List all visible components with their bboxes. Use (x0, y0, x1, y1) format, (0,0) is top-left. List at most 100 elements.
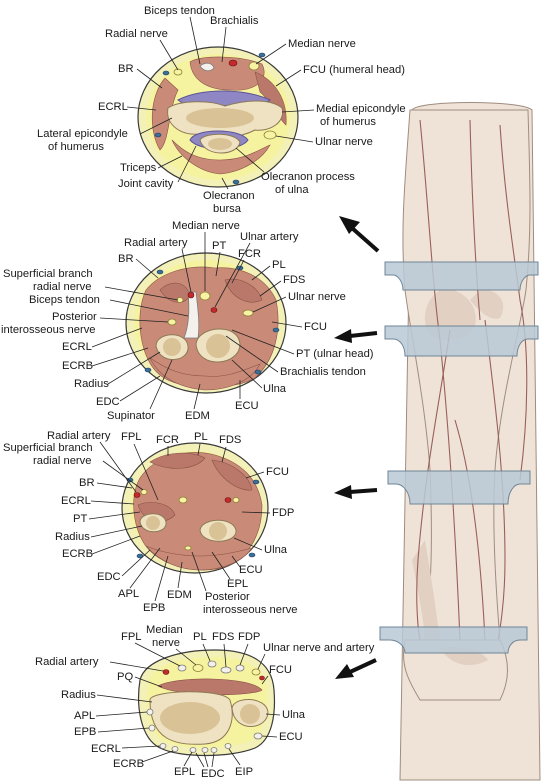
label-radial-artery: Radial artery (35, 656, 99, 668)
label-apl: APL (118, 588, 139, 600)
label-ecrb: ECRB (62, 548, 93, 560)
arrow-icon (335, 658, 377, 679)
label-radial-artery: Radial artery (124, 237, 188, 249)
label-ulnar-nerve-artery: Ulnar nerve and artery (263, 642, 375, 654)
label-median-nerve: Median nerve (288, 38, 356, 50)
label-fcu: FCU (304, 321, 327, 333)
label-fds: FDS (212, 631, 234, 643)
label-radial-artery: Radial artery (47, 430, 111, 442)
labels-elbow: Biceps tendon Brachialis Radial nerve Me… (37, 5, 406, 215)
label-brachialis-tendon: Brachialis tendon (280, 366, 366, 378)
arrow-icon (339, 216, 380, 253)
label-supinator: Supinator (107, 410, 155, 422)
section-plate-proximal (384, 325, 539, 357)
label-edc: EDC (96, 396, 120, 408)
label-lateral-epicondyle-1: Lateral epicondyle (37, 128, 128, 140)
label-fcu: FCU (266, 466, 289, 478)
label-edm: EDM (167, 589, 192, 601)
label-fcr: FCR (156, 434, 179, 446)
label-pl: PL (194, 431, 208, 443)
label-radius: Radius (61, 689, 96, 701)
label-lateral-epicondyle-2: of humerus (48, 141, 104, 153)
label-superficial-branch-1: Superficial branch (3, 442, 93, 454)
label-posterior-interosseous-1: Posterior (205, 591, 250, 603)
label-posterior-interosseous-1: Posterior (52, 311, 97, 323)
label-pl: PL (272, 259, 286, 271)
arrow-icon (334, 329, 378, 343)
label-superficial-branch-2: radial nerve (33, 281, 91, 293)
label-pt: PT (73, 513, 87, 525)
label-median-nerve: Median nerve (172, 220, 240, 232)
label-ecrb: ECRB (113, 758, 144, 770)
label-fcr: FCR (238, 248, 261, 260)
labels-distal-forearm: FPL Median nerve PL FDS FDP Ulnar nerve … (35, 624, 375, 780)
cross-section-distal-forearm (138, 649, 276, 757)
arrow-icon (334, 485, 378, 499)
label-median-nerve-2: nerve (152, 637, 180, 649)
label-edc: EDC (201, 768, 225, 780)
label-pl: PL (193, 631, 207, 643)
label-ulnar-nerve: Ulnar nerve (288, 291, 346, 303)
label-br: BR (79, 477, 95, 489)
label-ecu: ECU (235, 400, 259, 412)
label-superficial-branch-1: Superficial branch (3, 268, 93, 280)
cross-section-mid-forearm (121, 442, 269, 574)
label-medial-epicondyle-1: Medial epicondyle (316, 103, 406, 115)
label-epl: EPL (174, 766, 195, 778)
label-fpl: FPL (121, 631, 142, 643)
label-olecranon-process-1: Olecranon process (261, 171, 355, 183)
forearm-illustration (379, 102, 541, 781)
label-radius: Radius (55, 531, 90, 543)
label-fdp: FDP (238, 631, 260, 643)
label-brachialis: Brachialis (210, 15, 259, 27)
label-radius: Radius (74, 378, 109, 390)
label-ulna: Ulna (263, 383, 287, 395)
label-fpl: FPL (121, 431, 142, 443)
label-ecu: ECU (239, 564, 263, 576)
label-triceps: Triceps (120, 162, 157, 174)
label-joint-cavity: Joint cavity (118, 178, 174, 190)
label-epb: EPB (74, 726, 96, 738)
cross-section-proximal-forearm (125, 252, 287, 394)
label-edc: EDC (97, 571, 121, 583)
label-ulnar-nerve: Ulnar nerve (315, 136, 373, 148)
label-biceps-tendon: Biceps tendon (29, 294, 100, 306)
label-edm: EDM (185, 410, 210, 422)
section-plate-mid (387, 470, 531, 505)
labels-proximal-forearm: Median nerve Radial artery PT Ulnar arte… (1, 220, 374, 422)
label-olecranon-process-2: of ulna (275, 184, 309, 196)
label-pt-ulnar-head: PT (ulnar head) (296, 348, 374, 360)
label-fcu: FCU (269, 664, 292, 676)
label-eip: EIP (235, 766, 253, 778)
section-plate-elbow (384, 261, 539, 291)
label-ecrl: ECRL (61, 495, 91, 507)
label-ecrl: ECRL (91, 743, 121, 755)
label-br: BR (118, 63, 134, 75)
label-ecrl: ECRL (62, 341, 92, 353)
label-fds: FDS (219, 434, 241, 446)
cross-section-elbow (137, 46, 299, 188)
label-median-nerve-1: Median (146, 624, 183, 636)
label-ecu: ECU (279, 731, 303, 743)
label-radial-nerve: Radial nerve (105, 28, 168, 40)
label-ulna: Ulna (282, 709, 306, 721)
label-pq: PQ (117, 671, 133, 683)
section-plate-distal (379, 626, 528, 654)
label-ulna: Ulna (264, 544, 288, 556)
label-fcu-humeral-head: FCU (humeral head) (303, 64, 405, 76)
labels-mid-forearm: Radial artery FPL FCR PL FDS Superficial… (3, 430, 298, 616)
label-epb: EPB (143, 602, 165, 614)
label-olecranon-bursa-2: bursa (213, 203, 242, 215)
label-posterior-interosseous-2: interosseous nerve (203, 604, 298, 616)
label-br: BR (118, 253, 134, 265)
label-posterior-interosseous-2: interosseous nerve (1, 324, 96, 336)
label-pt: PT (212, 240, 226, 252)
label-apl: APL (74, 710, 95, 722)
label-biceps-tendon: Biceps tendon (144, 5, 215, 17)
label-ecrl: ECRL (98, 101, 128, 113)
label-superficial-branch-2: radial nerve (33, 455, 91, 467)
label-ecrb: ECRB (62, 360, 93, 372)
label-olecranon-bursa-1: Olecranon (203, 190, 255, 202)
label-medial-epicondyle-2: of humerus (320, 116, 376, 128)
